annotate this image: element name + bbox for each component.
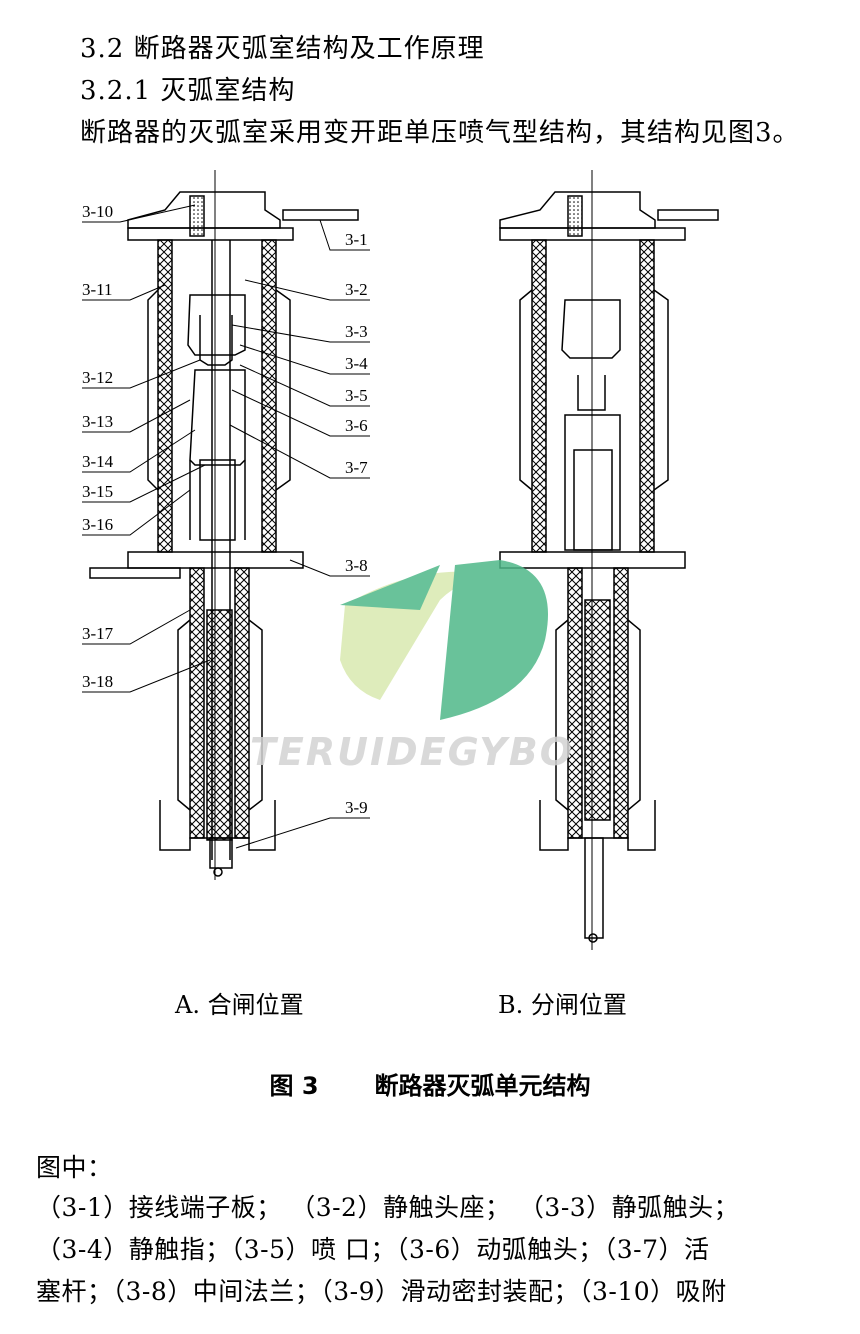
label-3-9: 3-9 <box>345 798 368 817</box>
drawing-a-closed <box>89 170 359 880</box>
label-3-17: 3-17 <box>82 624 114 643</box>
label-3-4: 3-4 <box>345 354 368 373</box>
label-3-6: 3-6 <box>345 416 368 435</box>
label-3-7: 3-7 <box>345 458 368 477</box>
label-3-13: 3-13 <box>82 412 113 431</box>
label-3-10: 3-10 <box>82 202 113 221</box>
label-3-8: 3-8 <box>345 556 368 575</box>
label-3-12: 3-12 <box>82 368 113 387</box>
label-3-1: 3-1 <box>345 230 368 249</box>
label-3-3: 3-3 <box>345 322 368 341</box>
legend-head: 图中： <box>36 1153 113 1182</box>
watermark-logo: TERUIDEGYBO <box>250 560 574 774</box>
subsection-heading: 3.2.1 灭弧室结构 <box>80 76 296 106</box>
label-3-15: 3-15 <box>82 482 113 501</box>
legend-line-2: （3-4）静触指；（3-5）喷 口；（3-6）动弧触头；（3-7）活 <box>36 1235 710 1264</box>
arc-chamber-figure: 3-10 3-11 3-12 3-13 3-14 3-15 3-16 3-17 … <box>82 170 719 950</box>
legend-line-1: （3-1）接线端子板； （3-2）静触头座； （3-3）静弧触头； <box>36 1193 740 1222</box>
intro-paragraph: 断路器的灭弧室采用变开距单压喷气型结构，其结构见图3。 <box>80 118 800 148</box>
section-heading: 3.2 断路器灭弧室结构及工作原理 <box>80 34 485 64</box>
label-3-18: 3-18 <box>82 672 113 691</box>
label-3-2: 3-2 <box>345 280 368 299</box>
label-3-14: 3-14 <box>82 452 114 471</box>
legend-line-3: 塞杆；（3-8）中间法兰；（3-9）滑动密封装配；（3-10）吸附 <box>36 1277 727 1306</box>
figure-number: 图 3 <box>269 1072 319 1100</box>
figure-title-text: 断路器灭弧单元结构 <box>374 1072 591 1100</box>
label-3-11: 3-11 <box>82 280 113 299</box>
label-3-16: 3-16 <box>82 515 113 534</box>
watermark-text: TERUIDEGYBO <box>250 730 574 774</box>
caption-b: B. 分闸位置 <box>498 991 627 1019</box>
figure-title: 图 3 断路器灭弧单元结构 <box>0 1066 860 1101</box>
label-3-5: 3-5 <box>345 386 368 405</box>
caption-a: A. 合闸位置 <box>175 991 304 1019</box>
leader-lines <box>82 204 370 849</box>
drawing-b-open <box>499 170 719 950</box>
